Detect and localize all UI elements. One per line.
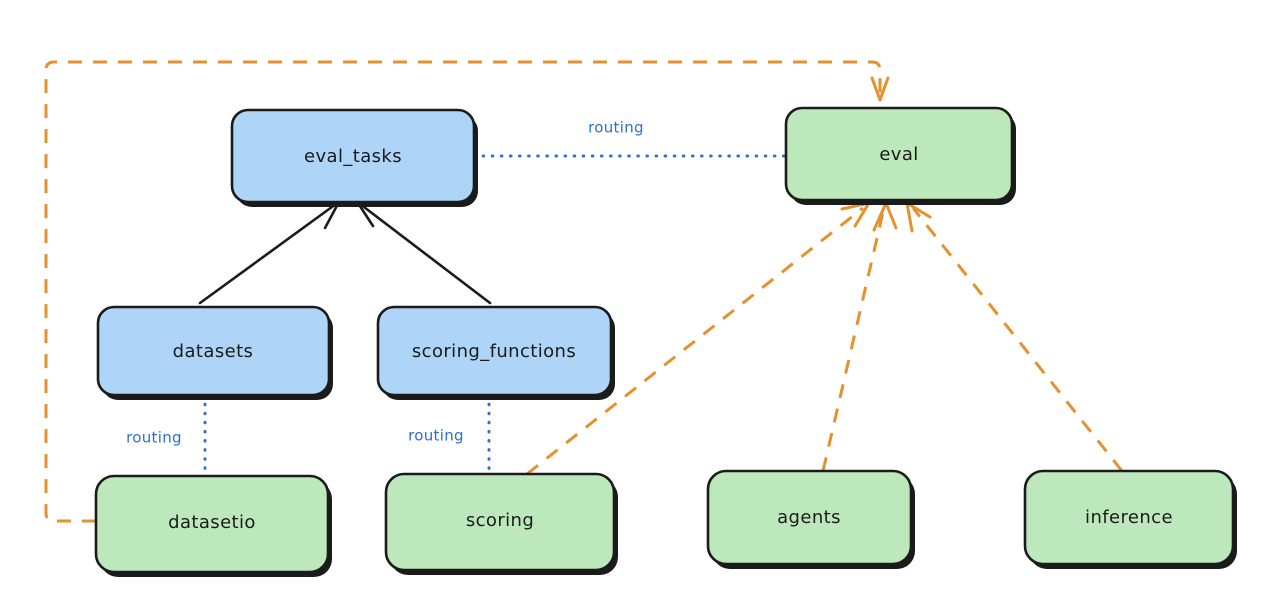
node-datasetio-box	[94, 474, 330, 574]
edge-datasetio-to-eval	[44, 60, 890, 523]
node-scoring[interactable]: scoring	[384, 472, 618, 575]
node-inference-box	[1023, 469, 1235, 566]
node-scoring-box	[384, 472, 616, 572]
node-datasets-label: datasets	[173, 341, 254, 362]
edge-label-routing-eval_tasks-eval: routing	[588, 119, 644, 137]
node-datasets-box	[96, 305, 331, 397]
edge-inference-to-eval	[905, 201, 1124, 472]
node-datasetio-label: datasetio	[168, 512, 256, 533]
node-eval-label: eval	[879, 144, 918, 165]
edge-label-routing-datasets-datasetio: routing	[126, 429, 182, 447]
node-scoring-label: scoring	[466, 510, 534, 531]
node-eval_tasks[interactable]: eval_tasks	[230, 108, 478, 207]
node-eval_tasks-label: eval_tasks	[304, 146, 402, 167]
node-inference[interactable]: inference	[1023, 469, 1237, 569]
node-scoring_functions-label: scoring_functions	[412, 341, 576, 362]
node-inference-label: inference	[1085, 507, 1173, 528]
edge-agents-to-eval	[821, 201, 898, 472]
node-eval[interactable]: eval	[784, 106, 1016, 205]
node-datasets[interactable]: datasets	[96, 305, 333, 400]
node-eval-box	[784, 106, 1014, 202]
edge-label-routing-scoring_functions-scoring: routing	[408, 427, 464, 445]
edge-datasets-to-eval_tasks	[198, 198, 342, 305]
node-agents-label: agents	[777, 507, 841, 528]
node-agents-box	[706, 469, 913, 566]
node-eval_tasks-box	[230, 108, 476, 204]
edge-scoring_functions-to-eval_tasks	[354, 198, 492, 305]
node-scoring_functions[interactable]: scoring_functions	[376, 305, 615, 400]
node-scoring_functions-box	[376, 305, 613, 397]
node-agents[interactable]: agents	[706, 469, 915, 569]
node-datasetio[interactable]: datasetio	[94, 474, 332, 577]
